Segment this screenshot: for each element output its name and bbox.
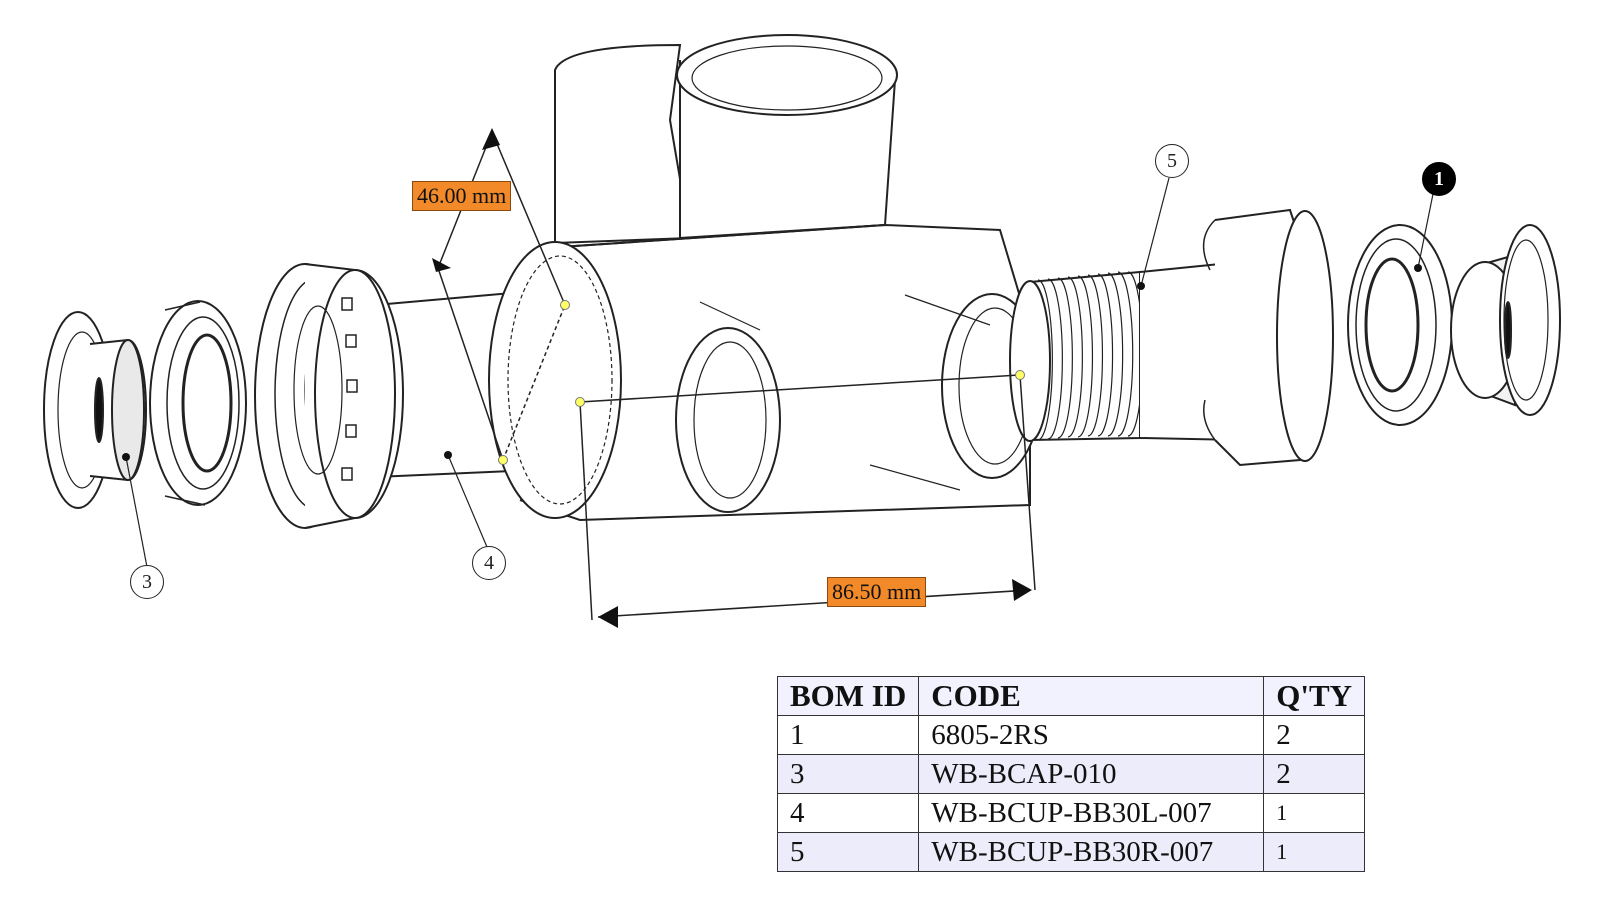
bom-table: BOM ID CODE Q'TY 1 6805-2RS 2 3 WB-BCAP-… — [776, 676, 1366, 872]
balloon-3: 3 — [130, 565, 164, 599]
bottom-bracket-shell — [488, 34, 1043, 522]
bom-header-row: BOM ID CODE Q'TY — [776, 676, 1366, 716]
bom-id: 1 — [776, 715, 920, 755]
bom-qty: 1 — [1263, 832, 1366, 872]
bearing-cap-left — [43, 311, 147, 509]
bom-header-code: CODE — [918, 676, 1265, 716]
bom-header-id: BOM ID — [776, 676, 920, 716]
balloon-4: 4 — [472, 546, 506, 580]
bom-id: 4 — [776, 793, 920, 833]
bom-code: 6805-2RS — [918, 715, 1265, 755]
dimension-label-diameter: 46.00 mm — [412, 181, 512, 211]
dimension-length — [579, 374, 1036, 628]
dimension-label-length: 86.50 mm — [827, 577, 927, 607]
table-row: 5 WB-BCUP-BB30R-007 1 — [776, 832, 1366, 872]
bearing-left — [149, 300, 247, 506]
bom-qty: 2 — [1263, 754, 1366, 794]
bom-id: 5 — [776, 832, 920, 872]
balloon-1: 1 — [1422, 162, 1456, 196]
bearing-cap-right — [1450, 224, 1561, 416]
cup-bb30r — [1009, 208, 1334, 467]
bom-code: WB-BCAP-010 — [918, 754, 1265, 794]
bom-code: WB-BCUP-BB30R-007 — [918, 832, 1265, 872]
bom-qty: 1 — [1263, 793, 1366, 833]
bom-id: 3 — [776, 754, 920, 794]
exploded-view-drawing — [43, 34, 1561, 628]
bom-qty: 2 — [1263, 715, 1366, 755]
table-row: 4 WB-BCUP-BB30L-007 1 — [776, 793, 1366, 833]
bom-code: WB-BCUP-BB30L-007 — [918, 793, 1265, 833]
table-row: 1 6805-2RS 2 — [776, 715, 1366, 755]
leader-lines — [125, 177, 1434, 568]
bom-header-qty: Q'TY — [1263, 676, 1366, 716]
table-row: 3 WB-BCAP-010 2 — [776, 754, 1366, 794]
measure-points — [498, 300, 1025, 465]
bearing-right — [1347, 224, 1453, 426]
balloon-5: 5 — [1155, 144, 1189, 178]
